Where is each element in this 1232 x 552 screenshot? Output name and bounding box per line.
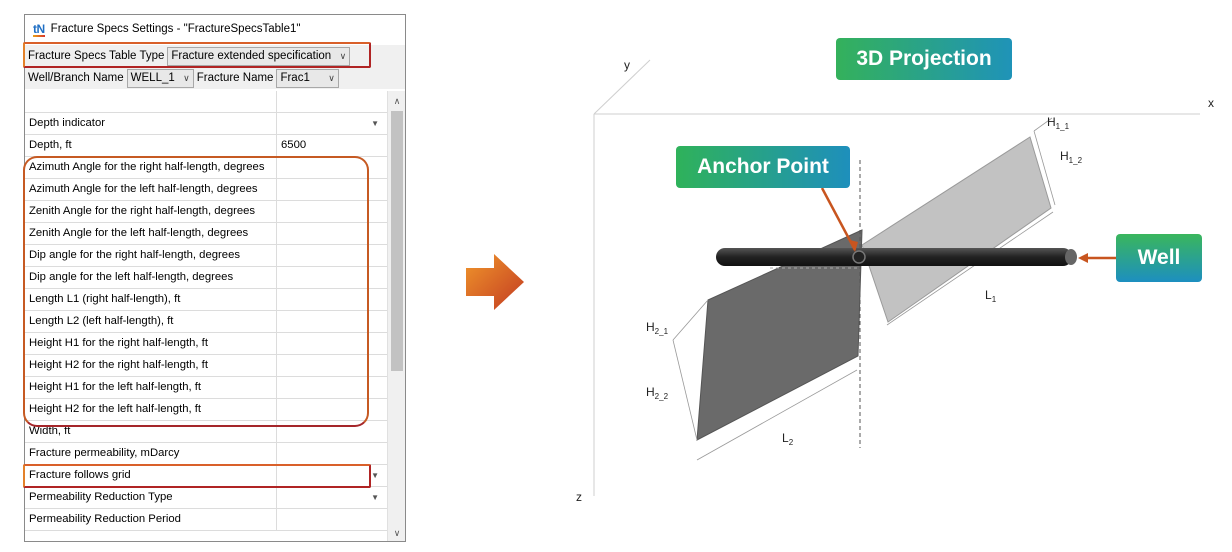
dim-l2 bbox=[696, 369, 858, 461]
y-axis-line bbox=[593, 59, 651, 115]
table-type-select[interactable]: Fracture extended specification ∨ bbox=[167, 46, 351, 66]
table-row[interactable]: Permeability Reduction Type ▼ bbox=[25, 487, 387, 509]
fracture-label: Fracture Name bbox=[196, 72, 274, 84]
dropdown-arrow-icon[interactable]: ▼ bbox=[371, 471, 379, 480]
param-name-cell: Dip angle for the right half-length, deg… bbox=[25, 245, 277, 266]
table-row[interactable]: Dip angle for the left half-length, degr… bbox=[25, 267, 387, 289]
param-name-cell: Width, ft bbox=[25, 421, 277, 442]
param-name-cell: Zenith Angle for the right half-length, … bbox=[25, 201, 277, 222]
title-bar: tN Fracture Specs Settings - "FractureSp… bbox=[25, 15, 405, 43]
param-name-cell: Length L2 (left half-length), ft bbox=[25, 311, 277, 332]
table-row[interactable]: Azimuth Angle for the left half-length, … bbox=[25, 179, 387, 201]
param-name-cell: Permeability Reduction Period bbox=[25, 509, 277, 530]
table-type-label: Fracture Specs Table Type bbox=[28, 50, 165, 62]
axis-y-label: y bbox=[624, 58, 630, 72]
anchor-point-badge: Anchor Point bbox=[676, 146, 850, 188]
table-row[interactable]: Permeability Reduction Period bbox=[25, 509, 387, 531]
param-name-cell: Height H2 for the right half-length, ft bbox=[25, 355, 277, 376]
table-row[interactable]: Height H1 for the left half-length, ft bbox=[25, 377, 387, 399]
param-name-cell: Depth indicator bbox=[25, 113, 277, 134]
table-row[interactable]: Azimuth Angle for the right half-length,… bbox=[25, 157, 387, 179]
dim-h11 bbox=[1033, 117, 1053, 132]
well-badge: Well bbox=[1116, 234, 1202, 282]
table-row[interactable] bbox=[25, 91, 387, 113]
param-name-cell: Fracture permeability, mDarcy bbox=[25, 443, 277, 464]
param-name-cell: Height H1 for the left half-length, ft bbox=[25, 377, 277, 398]
param-name-cell: Azimuth Angle for the left half-length, … bbox=[25, 179, 277, 200]
fracture-value: Frac1 bbox=[280, 71, 310, 84]
table-type-value: Fracture extended specification bbox=[171, 49, 332, 62]
well-label: Well/Branch Name bbox=[28, 72, 124, 84]
arrow-right-icon bbox=[466, 254, 524, 310]
label-h12: H1_2 bbox=[1060, 149, 1083, 165]
dropdown-arrow-icon[interactable]: ▼ bbox=[371, 119, 379, 128]
param-name-cell: Dip angle for the left half-length, degr… bbox=[25, 267, 277, 288]
label-h22: H2_2 bbox=[646, 385, 669, 401]
dim-h21 bbox=[672, 299, 709, 341]
param-name-cell: Height H1 for the right half-length, ft bbox=[25, 333, 277, 354]
dropdown-arrow-icon[interactable]: ▼ bbox=[371, 493, 379, 502]
dim-h22 bbox=[672, 339, 698, 441]
fracture-select[interactable]: Frac1 ∨ bbox=[276, 68, 339, 88]
param-name-cell: Fracture follows grid bbox=[25, 465, 277, 486]
chevron-down-icon: ∨ bbox=[328, 72, 335, 83]
table-row[interactable]: Height H2 for the left half-length, ft bbox=[25, 399, 387, 421]
param-name-cell: Permeability Reduction Type bbox=[25, 487, 277, 508]
anchor-pointer-head bbox=[850, 240, 858, 252]
dim-h12 bbox=[1033, 130, 1056, 206]
label-l1: L1 bbox=[985, 288, 997, 304]
param-name-cell: Zenith Angle for the left half-length, d… bbox=[25, 223, 277, 244]
chevron-down-icon: ∨ bbox=[339, 50, 347, 61]
param-name-cell: Length L1 (right half-length), ft bbox=[25, 289, 277, 310]
well-pointer-head bbox=[1078, 253, 1088, 263]
param-name-cell: Height H2 for the left half-length, ft bbox=[25, 399, 277, 420]
param-value-cell[interactable]: ▼ bbox=[277, 465, 387, 486]
scroll-down-icon[interactable]: ∨ bbox=[393, 528, 401, 538]
axis-x-label: x bbox=[1208, 96, 1214, 110]
table-row[interactable]: Zenith Angle for the right half-length, … bbox=[25, 201, 387, 223]
table-row[interactable]: Length L1 (right half-length), ft bbox=[25, 289, 387, 311]
well-select[interactable]: WELL_1 ∨ bbox=[126, 68, 194, 88]
dim-l1 bbox=[886, 211, 1054, 326]
label-h21: H2_1 bbox=[646, 320, 669, 336]
param-name-cell: Depth, ft bbox=[25, 135, 277, 156]
scroll-thumb[interactable] bbox=[391, 111, 403, 371]
table-row[interactable]: Depth indicator ▼ bbox=[25, 113, 387, 135]
param-value-text: 6500 bbox=[281, 139, 307, 151]
label-h11: H1_1 bbox=[1047, 115, 1070, 131]
param-value-cell[interactable]: ▼ bbox=[277, 113, 387, 134]
table-row[interactable]: Zenith Angle for the left half-length, d… bbox=[25, 223, 387, 245]
chevron-down-icon: ∨ bbox=[183, 72, 190, 83]
table-row[interactable]: Height H2 for the right half-length, ft bbox=[25, 355, 387, 377]
axis-z-label: z bbox=[576, 490, 582, 504]
table-row[interactable]: Height H1 for the right half-length, ft bbox=[25, 333, 387, 355]
window-title: Fracture Specs Settings - "FractureSpecs… bbox=[50, 23, 301, 35]
table-row[interactable]: Length L2 (left half-length), ft bbox=[25, 311, 387, 333]
param-value-cell[interactable]: 6500 bbox=[277, 135, 387, 156]
param-name-cell bbox=[25, 91, 277, 112]
param-name-cell: Azimuth Angle for the right half-length,… bbox=[25, 157, 277, 178]
well-end-cap bbox=[1065, 249, 1077, 265]
label-l2: L2 bbox=[782, 431, 794, 447]
right-fracture-wing bbox=[861, 136, 1052, 323]
table-row[interactable]: Dip angle for the right half-length, deg… bbox=[25, 245, 387, 267]
table-type-row: Fracture Specs Table Type Fracture exten… bbox=[25, 45, 405, 67]
scroll-up-icon[interactable]: ∧ bbox=[393, 96, 401, 106]
table-row[interactable]: Width, ft bbox=[25, 421, 387, 443]
param-value-cell[interactable]: ▼ bbox=[277, 487, 387, 508]
anchor-point-marker bbox=[852, 250, 866, 264]
projection-title-badge: 3D Projection bbox=[836, 38, 1012, 80]
well-fracture-row: Well/Branch Name WELL_1 ∨ Fracture Name … bbox=[25, 67, 405, 89]
well-pipe bbox=[716, 248, 1072, 266]
app-logo-icon: tN bbox=[33, 22, 45, 37]
well-value: WELL_1 bbox=[130, 71, 175, 84]
vertical-scrollbar[interactable]: ∧ ∨ bbox=[387, 91, 405, 541]
anchor-pointer bbox=[820, 187, 857, 251]
